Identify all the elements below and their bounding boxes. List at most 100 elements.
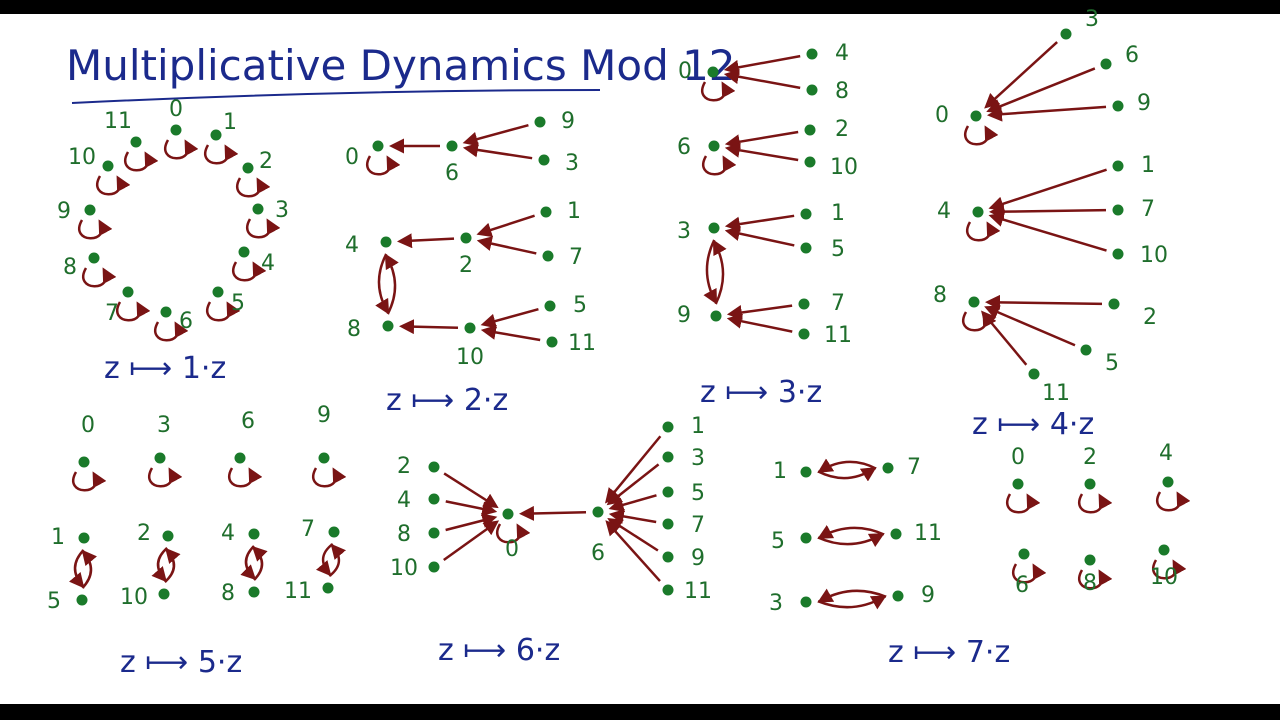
map-arrow	[608, 509, 657, 524]
node-dot	[662, 551, 674, 563]
map-arrow	[712, 239, 727, 305]
self-loop-arrow	[72, 471, 107, 492]
node-dot	[592, 506, 604, 518]
node-label: 8	[397, 522, 411, 547]
node-dot	[1108, 298, 1120, 310]
node-label: 5	[573, 293, 587, 318]
node-dot	[212, 286, 224, 298]
node-label: 7	[831, 291, 845, 316]
node-label: 6	[591, 541, 605, 566]
node-label: 9	[921, 583, 935, 608]
map-arrow	[988, 168, 1107, 212]
self-loop-arrow	[246, 218, 281, 239]
node-label: 0	[935, 103, 949, 128]
node-dot	[122, 286, 134, 298]
node-dot	[972, 206, 984, 218]
node-dot	[242, 162, 254, 174]
map-arrow	[986, 67, 1096, 114]
self-loop-arrow	[701, 81, 736, 102]
node-dot	[708, 222, 720, 234]
node-label: 11	[684, 579, 712, 604]
map-arrow	[724, 214, 795, 232]
map-arrow	[443, 520, 500, 562]
node-dot	[662, 584, 674, 596]
node-dot	[662, 421, 674, 433]
node-dot	[84, 204, 96, 216]
node-dot	[1112, 100, 1124, 112]
node-dot	[534, 116, 546, 128]
node-dot	[806, 84, 818, 96]
node-dot	[890, 528, 902, 540]
node-dot	[892, 590, 904, 602]
node-dot	[1028, 368, 1040, 380]
node-label: 1	[831, 201, 845, 226]
node-label: 7	[907, 455, 921, 480]
map-arrow	[462, 142, 533, 160]
node-dot	[428, 561, 440, 573]
map-arrow	[726, 313, 793, 333]
node-label: 7	[569, 245, 583, 270]
node-label: 9	[57, 199, 71, 224]
node-label: 11	[824, 323, 852, 348]
node-label: 0	[169, 97, 183, 122]
node-dot	[130, 136, 142, 148]
node-dot	[800, 466, 812, 478]
map-arrow	[817, 595, 887, 610]
node-label: 2	[397, 454, 411, 479]
node-dot	[800, 208, 812, 220]
map-arrow	[606, 463, 660, 506]
node-dot	[76, 594, 88, 606]
self-loop-arrow	[206, 301, 241, 322]
map-arrow	[69, 549, 85, 589]
node-label: 5	[831, 237, 845, 262]
self-loop-arrow	[204, 144, 239, 165]
map-arrow	[251, 545, 268, 581]
node-label: 9	[677, 303, 691, 328]
node-label: 0	[1011, 445, 1025, 470]
board-background	[0, 14, 1280, 704]
node-label: 0	[81, 413, 95, 438]
node-label: 4	[397, 488, 411, 513]
node-label: 3	[157, 413, 171, 438]
map-arrow	[724, 226, 795, 247]
node-dot	[708, 140, 720, 152]
self-loop-arrow	[164, 139, 199, 160]
node-label: 9	[691, 546, 705, 571]
node-label: 4	[937, 199, 951, 224]
self-loop-arrow	[1078, 493, 1113, 514]
node-dot	[804, 156, 816, 168]
node-label: 8	[347, 317, 361, 342]
node-dot	[804, 124, 816, 136]
node-label: 6	[241, 409, 255, 434]
node-dot	[542, 250, 554, 262]
node-dot	[446, 140, 458, 152]
node-label: 4	[835, 41, 849, 66]
panel-caption: z ⟼ 2·z	[386, 383, 508, 418]
self-loop-arrow	[116, 301, 151, 322]
map-arrow	[476, 214, 535, 238]
node-dot	[1080, 344, 1092, 356]
node-label: 3	[677, 219, 691, 244]
node-dot	[544, 300, 556, 312]
node-dot	[102, 160, 114, 172]
map-arrow	[151, 547, 169, 583]
node-dot	[1084, 478, 1096, 490]
node-dot	[806, 48, 818, 60]
node-label: 3	[691, 446, 705, 471]
node-label: 3	[275, 198, 289, 223]
self-loop-arrow	[124, 151, 159, 172]
node-dot	[800, 596, 812, 608]
node-dot	[248, 586, 260, 598]
map-arrow	[703, 239, 718, 305]
map-arrow	[817, 588, 887, 603]
node-label: 6	[677, 135, 691, 160]
map-arrow	[480, 307, 539, 329]
node-dot	[710, 310, 722, 322]
map-arrow	[724, 130, 799, 150]
self-loop-arrow	[1006, 493, 1041, 514]
map-arrow	[726, 304, 793, 320]
node-label: 3	[769, 591, 783, 616]
